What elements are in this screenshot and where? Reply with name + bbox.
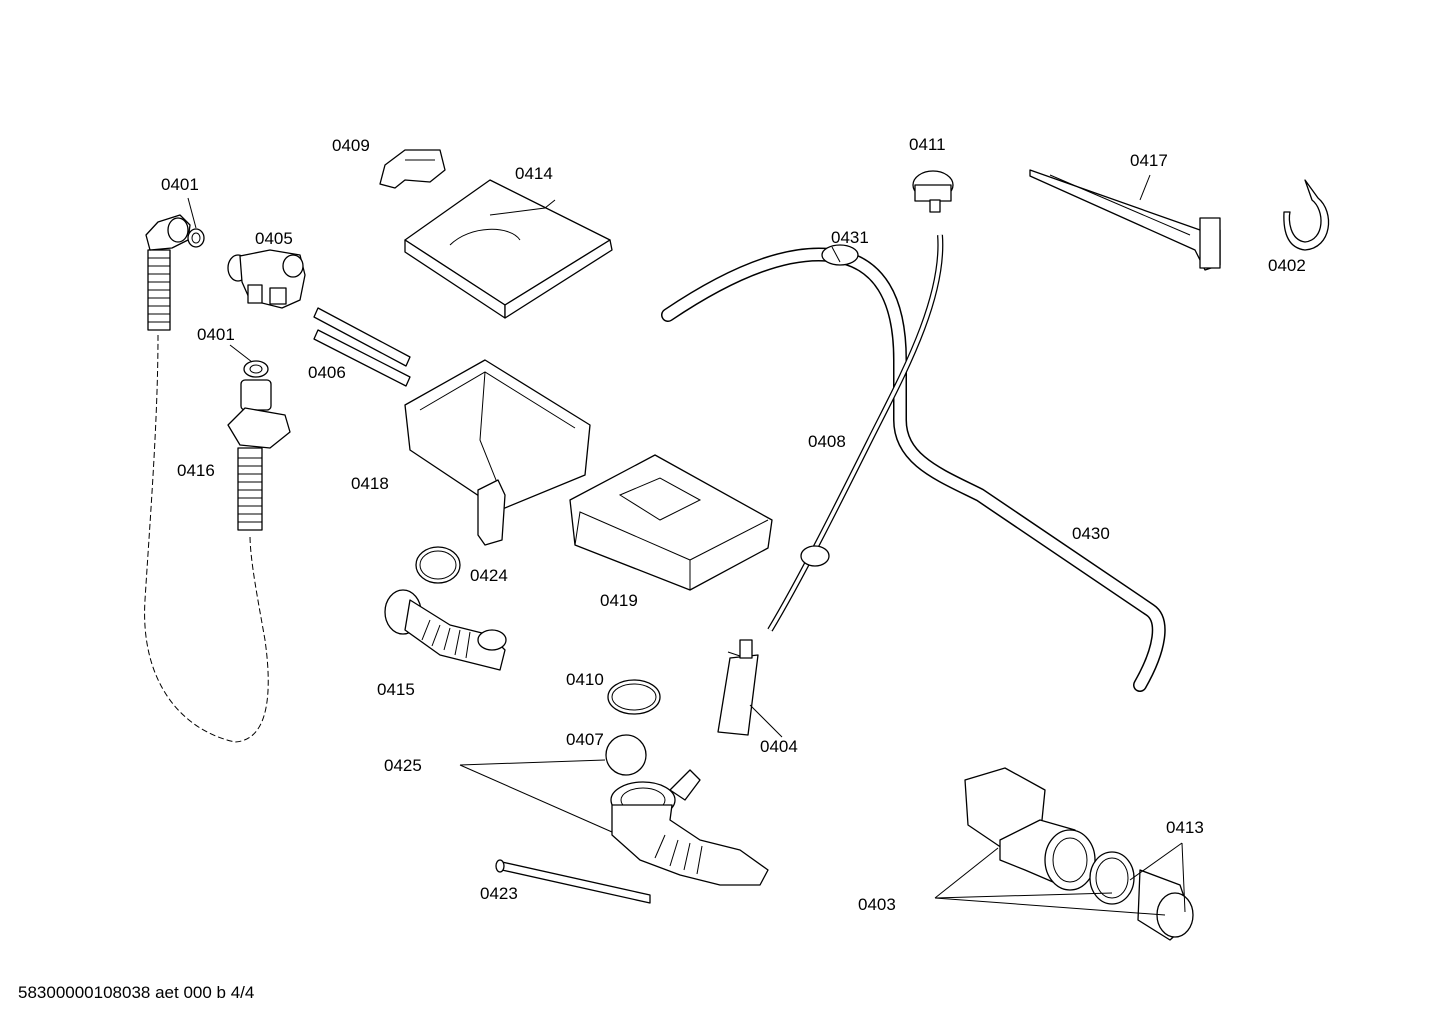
label-0423: 0423 xyxy=(480,884,518,903)
label-0430: 0430 xyxy=(1072,524,1110,543)
label-0413: 0413 xyxy=(1166,818,1204,837)
drain-pump xyxy=(964,767,1194,941)
label-0410: 0410 xyxy=(566,670,604,689)
label-0417: 0417 xyxy=(1130,151,1168,170)
label-0404: 0404 xyxy=(760,737,798,756)
label-0406: 0406 xyxy=(308,363,346,382)
label-0415: 0415 xyxy=(377,680,415,699)
inlet-hose-lower xyxy=(227,360,291,531)
seal-ring-0424 xyxy=(415,546,461,584)
small-hose xyxy=(501,861,651,904)
label-0401-lower: 0401 xyxy=(197,325,235,344)
label-0409: 0409 xyxy=(332,136,370,155)
label-0408: 0408 xyxy=(808,432,846,451)
label-0411: 0411 xyxy=(909,135,946,154)
inlet-valve xyxy=(227,249,306,309)
label-0401-upper: 0401 xyxy=(161,175,199,194)
bellows-hose xyxy=(384,589,507,671)
label-0419: 0419 xyxy=(600,591,638,610)
seal-ring-0410 xyxy=(607,679,661,715)
pressure-switch xyxy=(912,170,954,213)
label-0418: 0418 xyxy=(351,474,389,493)
tubes xyxy=(313,307,411,387)
dispenser-cover xyxy=(404,179,613,319)
mounting-rail xyxy=(1029,169,1221,271)
ball-0407 xyxy=(605,734,647,776)
air-trap-pipe xyxy=(661,244,1166,692)
hose-dashed-path xyxy=(144,334,269,743)
sump-hose xyxy=(610,769,769,886)
inlet-hose-upper xyxy=(145,214,205,331)
hose-clip xyxy=(800,545,830,567)
label-0407: 0407 xyxy=(566,730,604,749)
detergent-drawer xyxy=(569,454,773,591)
label-0431: 0431 xyxy=(831,228,869,247)
pressure-chamber xyxy=(717,639,759,736)
label-0403: 0403 xyxy=(858,895,896,914)
label-0405: 0405 xyxy=(255,229,293,248)
label-0414: 0414 xyxy=(515,164,553,183)
label-0425: 0425 xyxy=(384,756,422,775)
diagram-reference-footer: 58300000108038 aet 000 b 4/4 xyxy=(18,983,255,1002)
label-0424: 0424 xyxy=(470,566,508,585)
hook xyxy=(1283,179,1330,251)
label-0416: 0416 xyxy=(177,461,215,480)
dispenser-housing xyxy=(404,359,591,546)
label-0402: 0402 xyxy=(1268,256,1306,275)
clip-bracket xyxy=(379,149,446,189)
